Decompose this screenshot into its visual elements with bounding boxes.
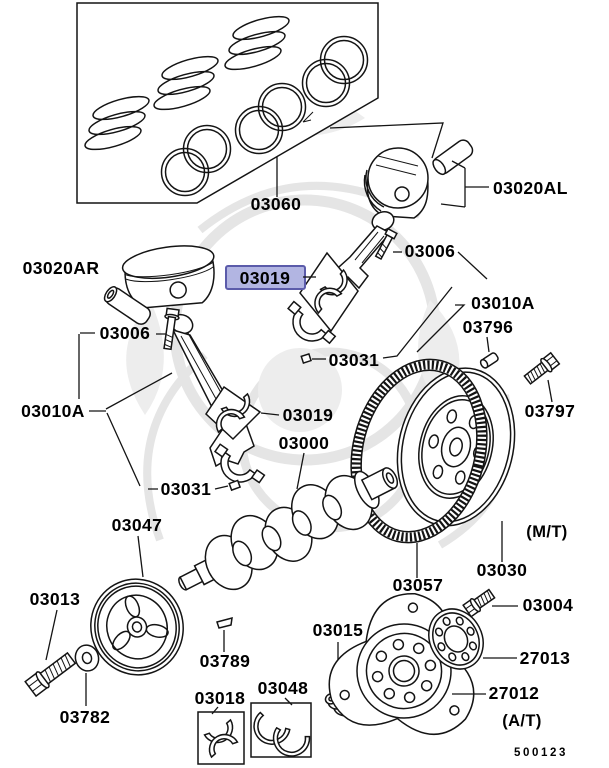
label-03020AR[interactable]: 03020AR [23, 258, 100, 278]
label-03015[interactable]: 03015 [313, 620, 364, 640]
label-03004[interactable]: 03004 [523, 595, 574, 615]
selected-part-label-03019[interactable]: 03019 [225, 265, 316, 290]
label-03048[interactable]: 03048 [258, 678, 309, 698]
label-03797[interactable]: 03797 [525, 401, 576, 421]
rod-bolt-left [163, 307, 180, 351]
crank-pulley-drawing [90, 578, 184, 676]
leader-03797 [547, 379, 553, 403]
label-03019-left[interactable]: 03019 [283, 405, 334, 425]
rod-bearing-left-drawing [205, 385, 262, 441]
label-03018[interactable]: 03018 [195, 688, 246, 708]
main-bearing-set-drawing [197, 711, 245, 765]
label-03030[interactable]: 03030 [477, 560, 528, 580]
rod-bolt-right [374, 227, 398, 261]
leader-03000 [296, 452, 305, 490]
dowel-pin-drawing [479, 352, 499, 369]
bracket-03020AL [440, 160, 489, 208]
leader-03013 [45, 609, 58, 661]
label-03031-left[interactable]: 03031 [161, 479, 212, 499]
note-mt: (M/T) [526, 523, 567, 541]
crank-key-drawing [216, 616, 233, 629]
crankshaft-drawing [178, 467, 399, 591]
piston-right-bank-drawing [121, 245, 215, 309]
adapter-plate-drawing [428, 608, 484, 670]
label-03796[interactable]: 03796 [463, 317, 514, 337]
note-at: (A/T) [502, 712, 542, 730]
page-code: 500123 [514, 747, 568, 759]
label-03006-left[interactable]: 03006 [100, 323, 151, 343]
label-03031-right[interactable]: 03031 [329, 350, 380, 370]
label-27012[interactable]: 27012 [489, 683, 540, 703]
leader-03047 [137, 535, 144, 578]
ring-gap-mark [302, 111, 314, 123]
leader-03010A-right [416, 304, 466, 353]
label-03006-right[interactable]: 03006 [405, 241, 456, 261]
leader-03019-left [260, 412, 280, 416]
piston-left-bank-drawing [363, 139, 474, 219]
label-03782[interactable]: 03782 [60, 707, 111, 727]
piston-ring-set-drawing [76, 2, 379, 204]
flywheel-bolt-drawing [523, 351, 561, 385]
driveplate-bolt-drawing [462, 588, 496, 618]
label-03013[interactable]: 03013 [30, 589, 81, 609]
label-03789[interactable]: 03789 [200, 651, 251, 671]
label-27013[interactable]: 27013 [520, 648, 571, 668]
label-03019-selected: 03019 [240, 268, 291, 288]
leader-03031-right-b [382, 286, 453, 359]
label-03010A-right[interactable]: 03010A [471, 293, 535, 313]
pulley-washer-drawing [74, 644, 100, 672]
rod-bearing-selected-drawing [299, 251, 359, 333]
leader-03018 [211, 706, 219, 715]
rod-nut-right-drawing [300, 352, 312, 364]
rod-nut-left-drawing [228, 479, 242, 492]
piston-pin-left [103, 286, 151, 325]
rod-cap-right-drawing [287, 300, 337, 345]
label-03057[interactable]: 03057 [393, 575, 444, 595]
label-03000[interactable]: 03000 [279, 433, 330, 453]
flywheel-drawing [396, 367, 516, 527]
leader-ringbox-to-piston [329, 122, 444, 159]
pulley-bolt-drawing [24, 651, 77, 698]
rod-cap-left-drawing [213, 443, 266, 484]
label-03047[interactable]: 03047 [112, 515, 163, 535]
leaders-03010A-left [89, 372, 229, 490]
label-03020AL[interactable]: 03020AL [493, 178, 568, 198]
leader-03796 [486, 336, 490, 353]
bracket-03006-left [78, 332, 166, 399]
label-03060[interactable]: 03060 [251, 194, 302, 214]
ring-gear-drawing [350, 358, 488, 544]
thrust-washer-set-drawing [246, 702, 312, 761]
label-03010A-left[interactable]: 03010A [21, 401, 85, 421]
leader-03006-bracket [457, 251, 488, 280]
leader-03048 [284, 697, 293, 706]
